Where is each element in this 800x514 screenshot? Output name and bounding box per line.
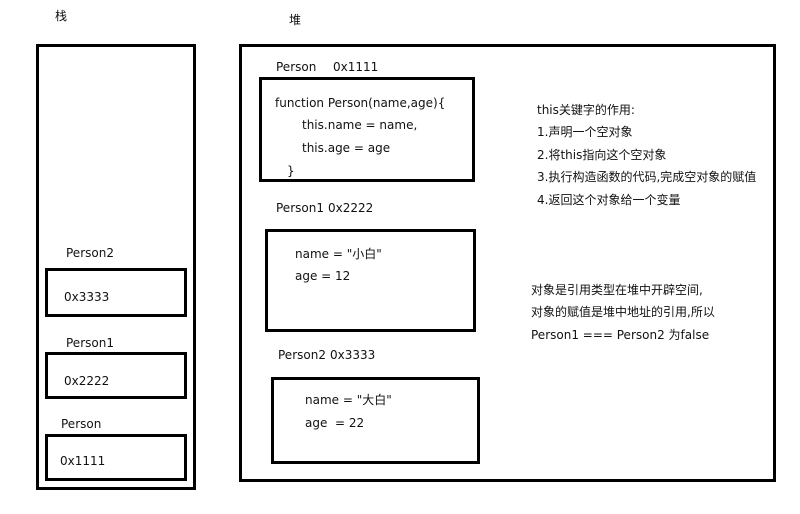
note-line: 4.返回这个对象给一个变量 <box>537 193 681 207</box>
property-line: name = "大白" <box>305 393 392 407</box>
stack-slot-person2: 0x3333 <box>45 268 187 317</box>
property-line: age = 22 <box>305 416 365 430</box>
note-line: 1.声明一个空对象 <box>537 125 633 139</box>
stack-slot-value: 0x2222 <box>64 374 110 388</box>
heap-object-person: function Person(name,age){ this.name = n… <box>259 77 475 182</box>
note-line: this关键字的作用: <box>537 103 635 117</box>
stack-item-label: Person1 <box>66 336 114 350</box>
heap-object-address: 0x3333 <box>330 348 376 362</box>
heap-title: 堆 <box>289 13 302 27</box>
heap-object-name: Person <box>276 60 317 74</box>
code-line: this.name = name, <box>302 118 418 132</box>
note-line: Person1 === Person2 为false <box>531 328 710 342</box>
heap-object-name: Person1 <box>276 201 324 215</box>
stack-slot-person: 0x1111 <box>45 434 187 481</box>
heap-object-address: 0x2222 <box>328 201 374 215</box>
stack-slot-person1: 0x2222 <box>45 352 187 399</box>
note-line: 2.将this指向这个空对象 <box>537 148 667 162</box>
stack-slot-value: 0x3333 <box>64 290 110 304</box>
code-line: } <box>287 164 295 178</box>
stack-title: 栈 <box>55 9 68 23</box>
code-line: this.age = age <box>302 141 391 155</box>
heap-object-person2: name = "大白" age = 22 <box>271 377 480 464</box>
note-line: 3.执行构造函数的代码,完成空对象的赋值 <box>537 170 757 184</box>
heap-area <box>239 44 776 482</box>
code-line: function Person(name,age){ <box>275 96 446 110</box>
stack-item-label: Person <box>61 417 102 431</box>
stack-slot-value: 0x1111 <box>60 454 106 468</box>
property-line: name = "小白" <box>295 247 382 261</box>
stack-item-label: Person2 <box>66 246 114 260</box>
property-line: age = 12 <box>295 269 351 283</box>
note-line: 对象的赋值是堆中地址的引用,所以 <box>531 305 715 319</box>
note-line: 对象是引用类型在堆中开辟空间, <box>531 283 703 297</box>
heap-object-address: 0x1111 <box>333 60 379 74</box>
stack-area <box>36 44 196 490</box>
heap-object-name: Person2 <box>278 348 326 362</box>
heap-object-person1: name = "小白" age = 12 <box>265 229 476 332</box>
